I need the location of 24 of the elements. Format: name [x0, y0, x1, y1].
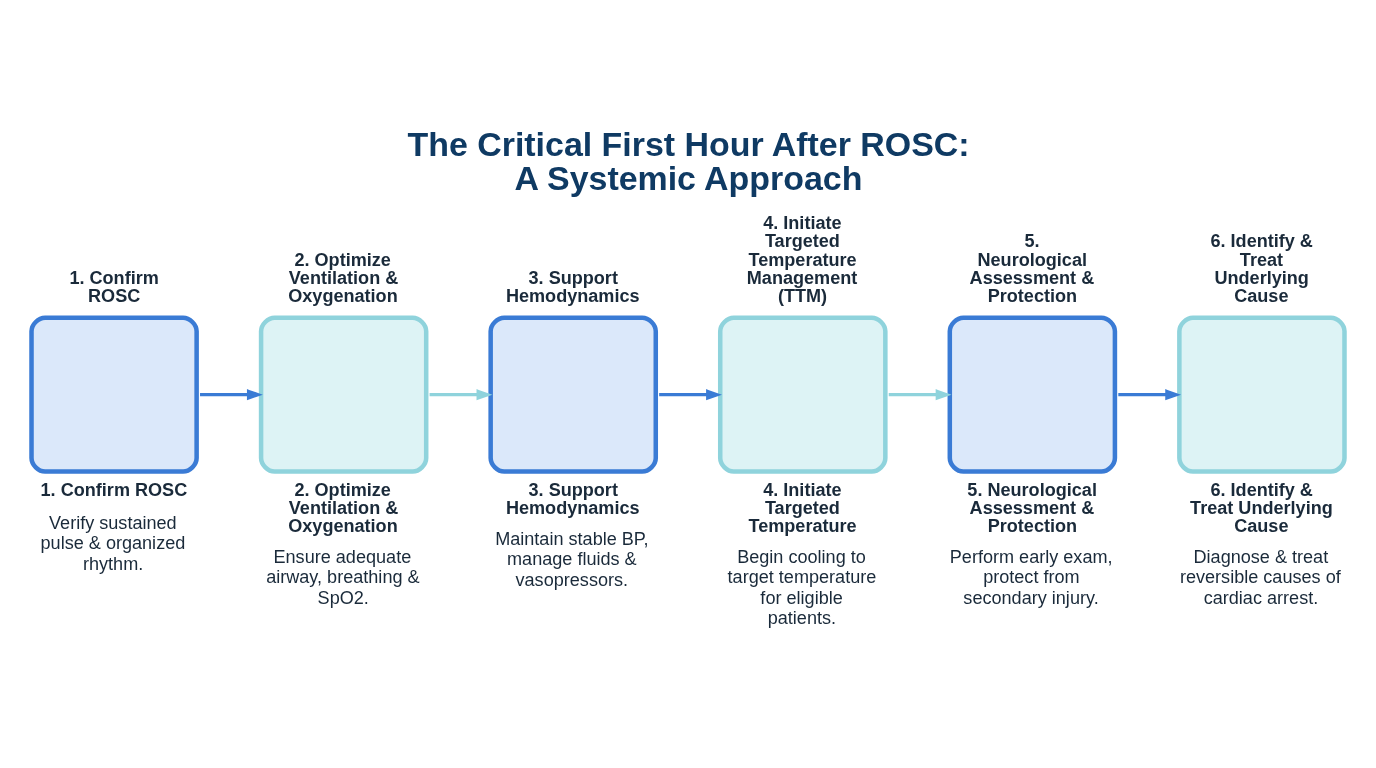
node-label: Diagnose & treat reversible causes of cardiac arrest.: [1179, 546, 1341, 608]
node-label: 3. Support Hemodynamics: [505, 479, 640, 518]
node-label: Perform early exam, protect from secondary injury.: [949, 546, 1113, 608]
arrow: [200, 388, 263, 400]
diagram-title: The Critical First Hour After ROSC: A Systemic Approach: [407, 124, 970, 197]
arrow: [659, 388, 722, 400]
arrow: [429, 388, 493, 400]
node-label: 6. Identify & Treat Underlying Cause: [1190, 479, 1333, 536]
node-label: 2. Optimize Ventilation & Oxygenation: [288, 249, 399, 306]
node-label: 4. Initiate Targeted Temperature: [748, 479, 857, 536]
node-label: 4. Initiate Targeted Temperature Management (TTM): [746, 212, 858, 306]
node-label: 1. Confirm ROSC: [40, 479, 188, 500]
node-label: Ensure adequate airway, breathing & SpO2.: [266, 546, 420, 608]
node-label: 5. Neurological Assessment & Protection: [967, 479, 1097, 536]
node-label: 3. Support Hemodynamics: [505, 267, 640, 306]
node-label: Verify sustained pulse & organized rhythm.: [40, 512, 186, 574]
arrow: [888, 388, 952, 400]
node-label: 1. Confirm ROSC: [69, 267, 159, 306]
node-label: 6. Identify & Treat Underlying Cause: [1210, 230, 1313, 306]
node-label: 5. Neurological Assessment & Protection: [969, 230, 1095, 306]
node-label: 2. Optimize Ventilation & Oxygenation: [288, 479, 399, 536]
node-label: Maintain stable BP, manage fluids & vasopressors.: [495, 528, 649, 590]
arrow: [1118, 388, 1182, 400]
node-label: Begin cooling to target temperature for eligible patients.: [727, 546, 877, 628]
